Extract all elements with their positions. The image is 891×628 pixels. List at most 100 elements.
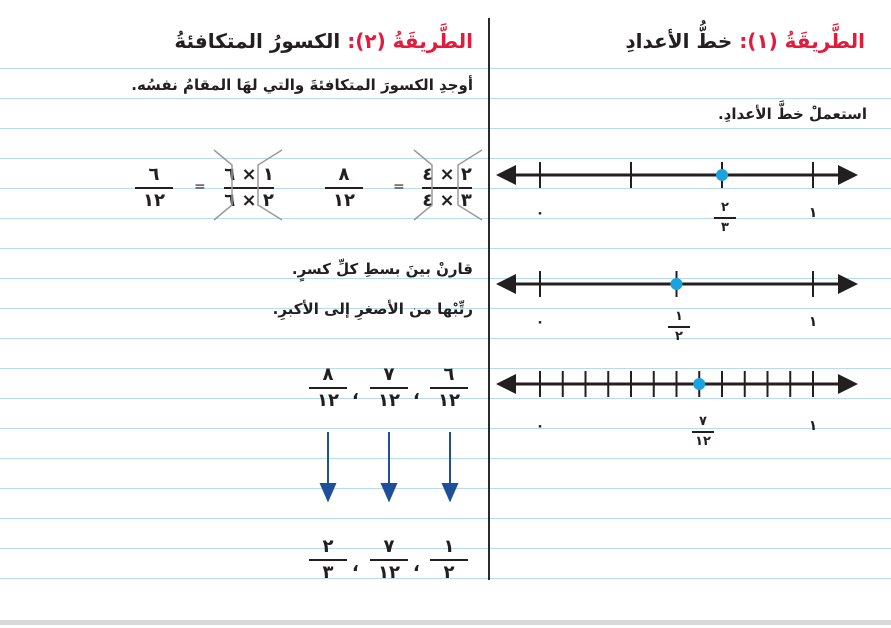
multiply-bracket-right [413,149,433,221]
method1-label: الطَّريقَةُ (١): [739,29,865,53]
fraction-bar [422,187,472,189]
multiply-bracket-left [457,149,483,221]
equivalence-1-equals: = [393,179,405,195]
fraction-denominator: ٢ [443,562,455,583]
fraction-numerator: ٦ [148,164,160,185]
equivalence-1-product-bottom: ٣ × ٤ [422,190,472,211]
number-line-3-right-arrow [838,374,858,394]
number-line-1-right-arrow [838,165,858,185]
rule-line [0,338,891,339]
fraction-bar [325,187,363,189]
down-arrow-3-head [319,483,337,503]
fraction-bar [430,559,468,561]
fraction-bar [370,559,408,561]
fraction-denominator: ١٢ [378,562,400,583]
method2-title: الكسورُ المتكافئةُ [174,29,341,53]
equivalence-2-equals: = [194,179,206,195]
fraction-bar [714,217,736,219]
rule-line [0,368,891,369]
fraction-denominator: ١٢ [438,390,460,411]
number-line-2-end-label: ١ [808,314,818,330]
ordered-original-3: ٢ ٣ [305,536,351,584]
method1-heading: الطَّريقَةُ (١): خطُّ الأعدادِ [625,29,865,53]
number-line-2-left-arrow [496,274,516,294]
method2-instruction-compare: قارنْ بينَ بسطِ كلِّ كسرٍ. [291,260,473,278]
rule-line [0,548,891,549]
fraction-denominator: ١٢ [143,190,165,211]
multiply-bracket-left [257,149,283,221]
separator-comma: ، [413,555,420,576]
number-line-1-start-label: ٠ [535,205,545,221]
fraction-bar [309,387,347,389]
down-arrow-1-head [441,483,459,503]
fraction-bar [370,387,408,389]
fraction-numerator: ١ [443,536,455,557]
ordered-twelfths-1: ٦ ١٢ [426,364,472,412]
number-line-3-point [693,378,706,390]
equivalence-2-product-bottom: ٢ × ٦ [224,190,274,211]
fraction-bar [430,387,468,389]
number-line-3-point-label: ٧ ١٢ [680,414,726,450]
method2-instruction-order: رتِّبْها من الأصغرِ إلى الأكبرِ. [272,300,473,318]
fraction-bar [224,187,274,189]
fraction-denominator: ١٢ [333,190,355,211]
ordered-twelfths-2: ٧ ١٢ [366,364,412,412]
fraction-numerator: ١ [675,309,683,324]
method2-instruction-find: أوجدِ الكسورَ المتكافئةَ والتي لهَا المق… [131,76,473,94]
rule-line [0,68,891,69]
rule-line [0,518,891,519]
rule-line [0,218,891,219]
fraction-numerator: ٢ [721,200,729,215]
rule-line [0,278,891,279]
ordered-twelfths-3: ٨ ١٢ [305,364,351,412]
fraction-denominator: ١٢ [695,434,711,449]
equivalence-1-product: ٢ × ٤ ٣ × ٤ [418,164,476,212]
number-line-3-end-label: ١ [808,418,818,434]
rule-line [0,128,891,129]
fraction-bar [135,187,173,189]
rule-line [0,578,891,579]
method2-heading: الطَّريقَةُ (٢): الكسورُ المتكافئةُ [174,29,473,53]
method2-label: الطَّريقَةُ (٢): [347,29,473,53]
fraction-denominator: ١٢ [378,390,400,411]
rule-line [0,248,891,249]
method1-title: خطُّ الأعدادِ [625,29,733,53]
fraction-denominator: ٢ [675,329,683,344]
fraction-denominator: ٣ [322,562,334,583]
number-line-1-point [716,169,729,181]
separator-comma: ، [413,383,420,404]
separator-comma: ، [352,555,359,576]
number-line-1-point-label: ٢ ٣ [702,200,748,236]
equivalence-2-product-top: ١ × ٦ [224,164,274,185]
equivalence-1-result: ٨ ١٢ [321,164,367,212]
number-line-2-point-label: ١ ٢ [656,309,702,345]
rule-line [0,308,891,309]
fraction-denominator: ٣ [721,220,729,235]
method1-instruction: استعملْ خطَّ الأعدادِ. [717,105,867,123]
fraction-denominator: ١٢ [317,390,339,411]
fraction-numerator: ٢ [322,536,334,557]
number-line-1-left-arrow [496,165,516,185]
number-line-2-right-arrow [838,274,858,294]
equivalence-2-result: ٦ ١٢ [131,164,177,212]
column-divider [488,18,490,580]
number-line-1-end-label: ١ [808,205,818,221]
rule-line [0,458,891,459]
fraction-numerator: ٧ [383,364,395,385]
fraction-bar [309,559,347,561]
rule-line [0,158,891,159]
number-line-2-start-label: ٠ [535,314,545,330]
equivalence-1-product-top: ٢ × ٤ [422,164,472,185]
fraction-numerator: ٨ [338,164,350,185]
fraction-bar [668,326,690,328]
ordered-original-2: ٧ ١٢ [366,536,412,584]
ordered-original-1: ١ ٢ [426,536,472,584]
down-arrow-2-head [380,483,398,503]
fraction-numerator: ٧ [699,414,707,429]
rule-line [0,428,891,429]
page-bottom-edge [0,620,891,625]
fraction-numerator: ٦ [443,364,455,385]
